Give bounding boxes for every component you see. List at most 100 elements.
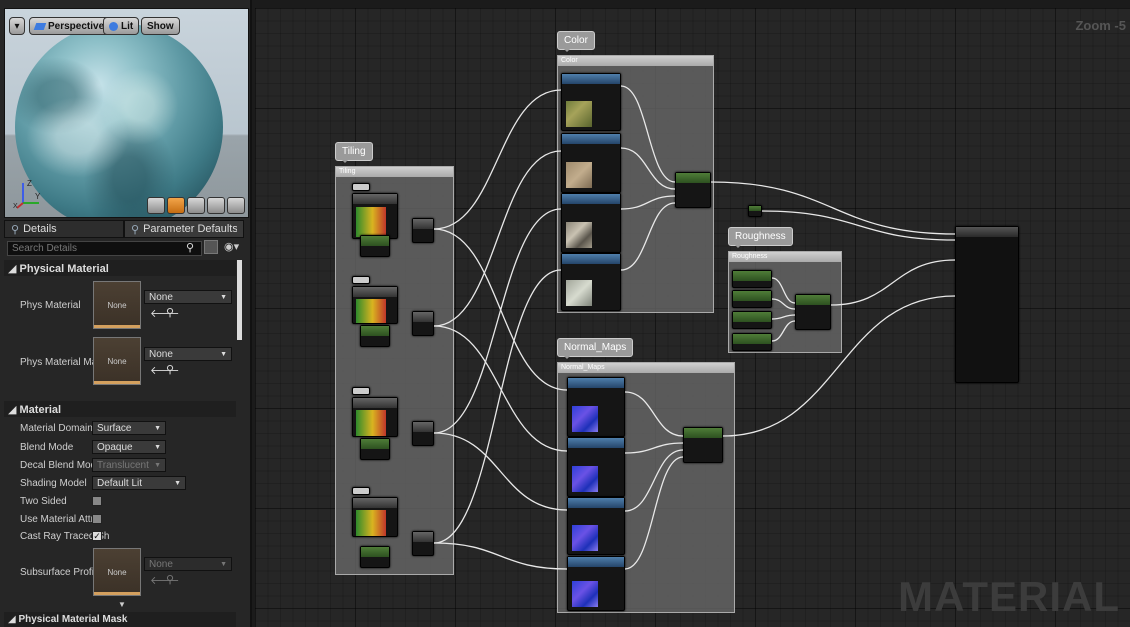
normal-maps-comment-bubble[interactable]: Normal_Maps [557,338,634,359]
use-material-attributes-label: Use Material Attrib [20,514,102,525]
graph-wire [771,320,796,342]
graph-connection-wires [433,85,956,570]
graph-wire [771,314,796,320]
use-selected-arrow-icon: 🡐 [150,575,180,587]
landscape-coords-node[interactable] [352,397,398,437]
parameters-icon: ⚲ [131,223,140,236]
viewport-menu-button[interactable]: ▾ [9,17,25,35]
tiling-label-node[interactable] [352,387,370,395]
browse-search-icon[interactable]: ⚲ [166,364,175,376]
material-watermark: MATERIAL [898,573,1120,620]
search-details-input[interactable]: Search Details [7,241,202,256]
svg-text:X: X [13,203,18,210]
snow-normal-sampler-node[interactable] [567,556,625,611]
graph-wire [722,295,956,437]
preview-cube-icon[interactable] [207,197,225,214]
graph-wire [624,449,684,512]
shading-model-label: Shading Model [20,478,87,489]
tiling-comment-bubble[interactable]: Tiling [335,142,373,163]
landscape-coords-node[interactable] [352,497,398,537]
subsurface-profile-label: Subsurface Profile [20,567,102,578]
snow-color-sampler-node[interactable] [561,253,621,311]
multiply-node[interactable] [412,531,434,556]
phys-material-mask-dropdown[interactable]: None▼ [144,347,232,361]
tiling-param-node[interactable] [360,235,390,257]
shading-model-dropdown[interactable]: Default Lit▼ [92,476,186,490]
grid-view-icon[interactable] [204,240,218,254]
two-sided-checkbox[interactable] [92,496,102,506]
multiply-node[interactable] [412,421,434,446]
tiling-param-node[interactable] [360,546,390,568]
graph-wire [433,432,568,511]
graph-wire [620,85,676,183]
show-button[interactable]: Show [141,17,180,35]
graph-wire [433,269,562,544]
color-comment-bubble[interactable]: Color [557,31,595,52]
dirt-normal-sampler-node[interactable] [567,437,625,497]
section-physical-material[interactable]: ◢ Physical Material [4,260,236,276]
browse-search-icon: ⚲ [166,574,175,586]
preview-sphere-icon[interactable] [167,197,185,214]
lit-sphere-icon [109,21,118,31]
graph-wire [624,442,684,454]
cast-ray-traced-shadows-checkbox[interactable]: ✓ [92,531,102,541]
tiling-param-node[interactable] [360,438,390,460]
multiply-node[interactable] [412,311,434,336]
tiling-label-node[interactable] [352,487,370,495]
phys-material-thumbnail[interactable]: None [93,281,141,329]
material-domain-dropdown[interactable]: Surface▼ [92,421,166,435]
perspective-button[interactable]: Perspective [29,17,111,35]
expand-advanced-arrow-icon[interactable]: ▼ [118,600,126,609]
material-output-node[interactable] [955,226,1019,383]
color-layer-blend-node[interactable] [675,172,711,208]
tiling-param-node[interactable] [360,325,390,347]
grass-normal-sampler-node[interactable] [567,377,625,437]
tiling-label-node[interactable] [352,276,370,284]
blend-mode-dropdown[interactable]: Opaque▼ [92,440,166,454]
material-graph-canvas[interactable]: Zoom -5 Tiling Tiling Color Color Roughn… [255,8,1130,627]
section-material[interactable]: ◢ Material [4,401,236,417]
dirt-color-sampler-node[interactable] [561,133,621,193]
roughness-dirt-param-node[interactable] [732,290,772,308]
preview-cylinder-icon[interactable] [147,197,165,214]
rock-normal-sampler-node[interactable] [567,497,625,555]
normal-layer-blend-node[interactable] [683,427,723,463]
lit-button[interactable]: Lit [103,17,140,35]
roughness-layer-blend-node[interactable] [795,294,831,330]
tab-details[interactable]: ⚲Details [4,220,124,238]
roughness-snow-param-node[interactable] [732,333,772,351]
graph-wire [771,298,796,310]
decal-blend-mode-label: Decal Blend Mode [20,460,102,471]
section-physical-material-mask[interactable]: ◢ Physical Material Mask [4,612,236,627]
scrollbar[interactable] [237,260,242,340]
graph-wire [761,210,956,241]
tiling-label-node[interactable] [352,183,370,191]
roughness-grass-param-node[interactable] [732,270,772,288]
roughness-comment-bubble[interactable]: Roughness [728,227,793,248]
graph-wire [433,150,562,327]
phys-material-dropdown[interactable]: None▼ [144,290,232,304]
material-preview-viewport[interactable]: ▾ Perspective Lit Show Z Y X [4,8,249,218]
constant-node[interactable] [748,205,762,217]
roughness-rock-param-node[interactable] [732,311,772,329]
landscape-coords-node[interactable] [352,286,398,324]
phys-material-mask-label: Phys Material Mas [20,357,103,368]
grass-color-sampler-node[interactable] [561,73,621,131]
subsurface-profile-thumbnail[interactable]: None [93,548,141,596]
browse-search-icon[interactable]: ⚲ [166,307,175,319]
eye-icon[interactable]: ◉▾ [224,241,240,253]
decal-blend-mode-dropdown: Translucent▼ [92,458,166,472]
phys-material-mask-thumbnail[interactable]: None [93,337,141,385]
details-panel: ▾ Perspective Lit Show Z Y X ⚲Details ⚲P… [0,0,252,627]
preview-mesh-icon[interactable] [227,197,245,214]
landscape-coords-node[interactable] [352,193,398,239]
rock-color-sampler-node[interactable] [561,193,621,253]
use-selected-arrow-icon[interactable]: 🡐 [150,365,180,377]
multiply-node[interactable] [412,218,434,243]
perspective-icon [33,22,47,30]
use-selected-arrow-icon[interactable]: 🡐 [150,308,180,320]
use-material-attributes-checkbox[interactable] [92,514,102,524]
graph-wire [433,89,562,230]
tab-parameter-defaults[interactable]: ⚲Parameter Defaults [124,220,244,238]
preview-plane-icon[interactable] [187,197,205,214]
